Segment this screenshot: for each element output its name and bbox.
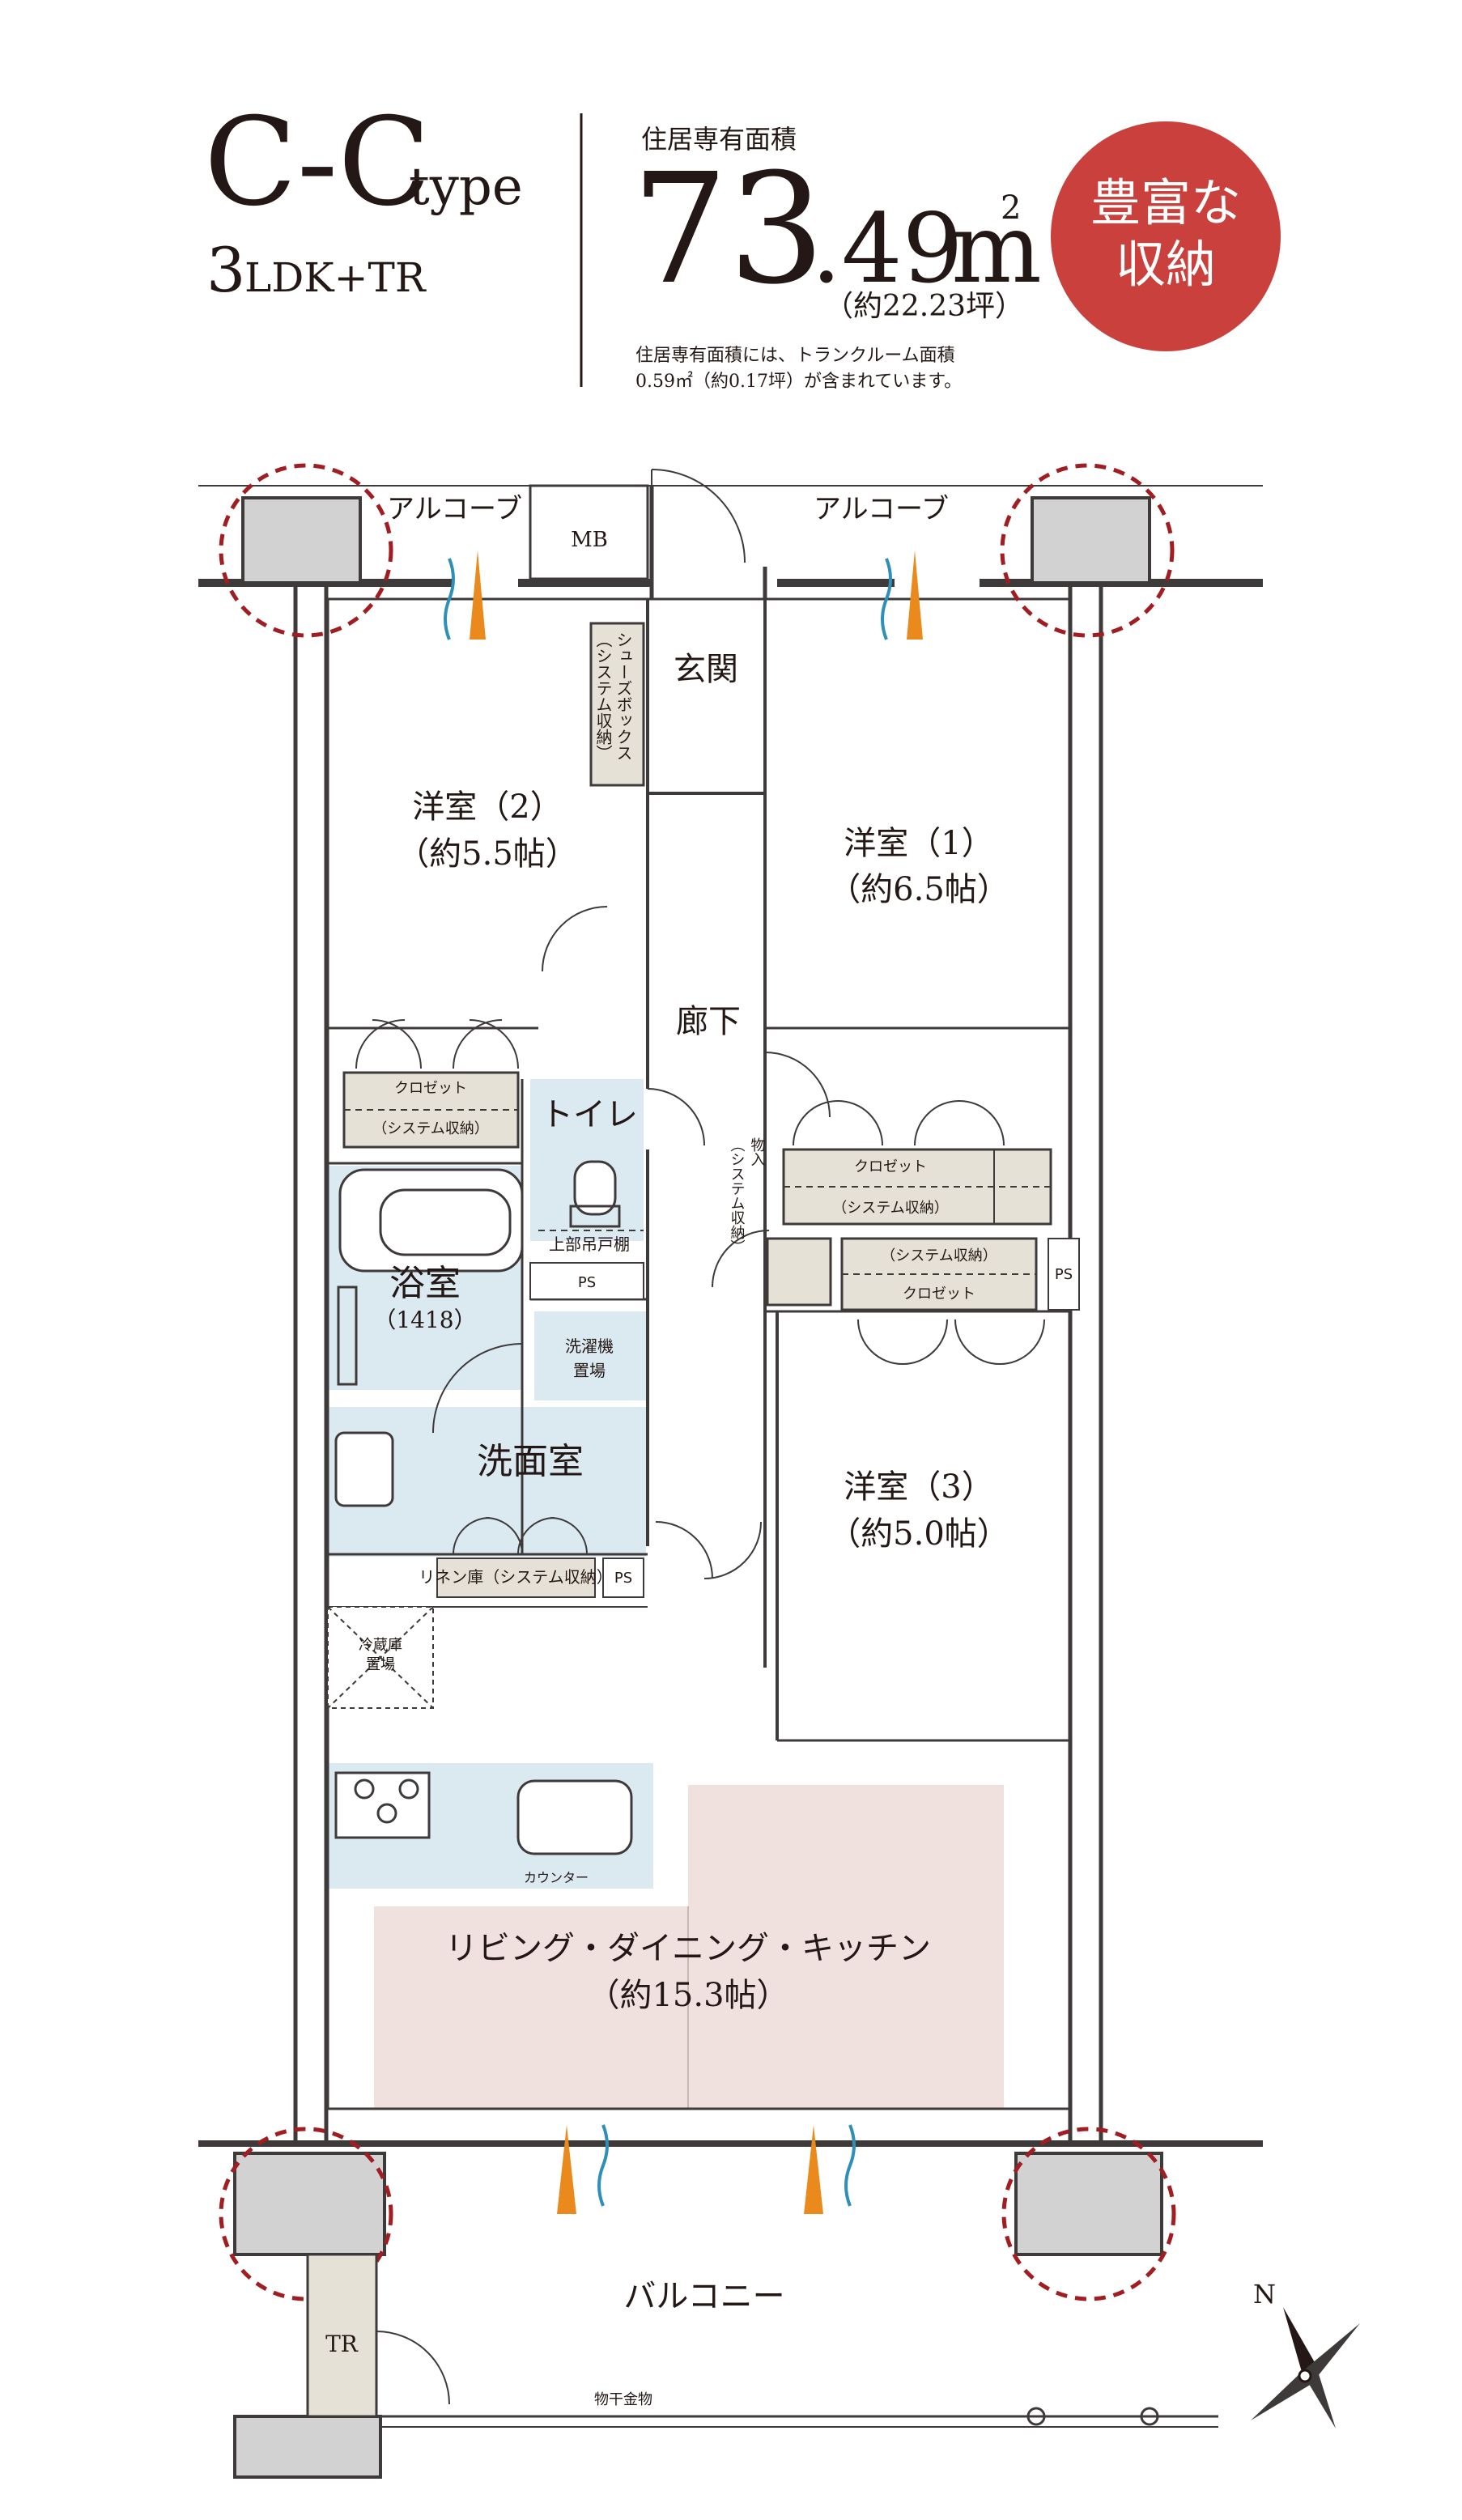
- label-ps-right: PS: [1055, 1266, 1073, 1283]
- layout-code: LDK+TR: [244, 254, 427, 301]
- vent-marks: [444, 550, 923, 2214]
- badge-line1: 豊富な: [1090, 173, 1241, 232]
- label-mb: MB: [571, 528, 608, 552]
- label-ps-wash: PS: [614, 1570, 632, 1587]
- label-shoe-box-sub: （システム収納）: [593, 631, 613, 761]
- storage-units: [306, 484, 1080, 2418]
- type-suffix: type: [409, 157, 523, 217]
- label-room3-name: 洋室（3）: [844, 1468, 993, 1506]
- label-storage: 物入: [749, 1137, 766, 1167]
- pillars: [219, 463, 1176, 2479]
- label-hall: 廊下: [676, 1003, 741, 1040]
- label-storage-sub: （システム収納）: [729, 1137, 746, 1254]
- doors: [355, 469, 1045, 2405]
- mb-box: [529, 484, 649, 580]
- label-linen: リネン庫（システム収納）: [419, 1567, 612, 1587]
- label-bath-size: （1418）: [373, 1307, 476, 1333]
- highlight-circle-bottom-right: [1001, 2127, 1176, 2301]
- label-closet-room2: クロゼット: [394, 1080, 467, 1097]
- label-closet-room1: クロゼット: [854, 1158, 927, 1175]
- label-counter: カウンター: [524, 1870, 589, 1885]
- ps-right-box: [1048, 1238, 1080, 1311]
- label-closet-room3-sub: （システム収納）: [881, 1247, 997, 1264]
- vent-arrow-right-blue: [881, 558, 892, 640]
- label-fridge-sub: 置場: [366, 1656, 395, 1673]
- label-closet-room1-sub: （システム収納）: [832, 1200, 948, 1217]
- pillar-top-right: [1031, 496, 1151, 584]
- label-balcony: バルコニー: [623, 2278, 784, 2315]
- washbasin: [334, 1431, 394, 1507]
- label-washroom: 洗面室: [477, 1441, 584, 1482]
- pillar-bottom-base: [233, 2415, 382, 2479]
- storage-closet: [766, 1237, 832, 1307]
- vent-arrow-ldk-right-orange: [804, 2125, 823, 2214]
- vent-arrow-left-orange: [470, 550, 486, 640]
- north-label: N: [1253, 2279, 1276, 2310]
- ps-bath-box: [529, 1262, 644, 1300]
- type-title: C-C: [204, 92, 431, 233]
- highlight-circle-bottom-left: [219, 2127, 393, 2301]
- label-room2-name: 洋室（2）: [412, 788, 562, 826]
- washer-floor: [534, 1311, 646, 1400]
- area-note-line1: 住居専有面積には、トランクルーム面積: [635, 346, 955, 366]
- label-room3-size: （約5.0帖）: [828, 1515, 1009, 1553]
- vent-arrow-left-blue: [444, 558, 455, 640]
- pillar-bottom-left: [233, 2152, 386, 2256]
- label-alcove-left: アルコーブ: [387, 493, 522, 525]
- entrance-door-swing: [651, 469, 746, 563]
- label-ps-bath: PS: [578, 1274, 596, 1291]
- area-tsubo: （約22.23坪）: [824, 290, 1024, 323]
- room-labels: アルコーブ アルコーブ MB 玄関 シューズボックス （システム収納） 洋室（2…: [325, 493, 1073, 2408]
- label-toilet: トイレ: [541, 1096, 638, 1133]
- layout-number: 3: [206, 234, 245, 306]
- highlight-circle-top-right: [1000, 463, 1175, 638]
- label-room1-size: （約6.5帖）: [828, 871, 1009, 908]
- label-genkan: 玄関: [674, 651, 738, 688]
- label-tr: TR: [325, 2331, 359, 2357]
- vent-arrow-ldk-left-orange: [557, 2125, 576, 2214]
- linen-box: [436, 1557, 596, 1598]
- label-ldk: リビング・ダイニング・キッチン: [445, 1930, 931, 1967]
- shoe-box: [589, 622, 645, 787]
- north-needle: [1283, 2307, 1315, 2372]
- label-shoe-box: シューズボックス: [614, 631, 633, 761]
- label-room2-size: （約5.5帖）: [397, 835, 578, 873]
- vent-arrow-ldk-right-blue: [844, 2124, 856, 2207]
- trunk-room: [306, 2253, 378, 2418]
- label-ldk-size: （約15.3帖）: [587, 1977, 788, 2014]
- label-fridge: 冷蔵庫: [359, 1637, 402, 1654]
- label-closet-room2-sub: （システム収納）: [372, 1120, 488, 1137]
- label-closet-room3: クロゼット: [903, 1285, 975, 1302]
- toilet-bowl: [573, 1160, 617, 1216]
- area-note-line2: 0.59㎡（約0.17坪）が含まれています。: [635, 371, 962, 392]
- vent-arrow-right-orange: [907, 550, 923, 640]
- pillar-top-left: [241, 496, 362, 584]
- area-label: 住居専有面積: [641, 124, 797, 155]
- compass: N: [1251, 2279, 1360, 2429]
- pillar-bottom-right: [1014, 2152, 1163, 2256]
- kitchen-sink: [516, 1779, 633, 1855]
- vent-arrow-ldk-left-blue: [597, 2124, 609, 2207]
- header: C-C type 3 LDK+TR 住居専有面積 73 .49 m 2 （約22…: [204, 92, 1281, 392]
- fixtures: [334, 1160, 1214, 2426]
- label-room1-name: 洋室（1）: [844, 825, 993, 862]
- label-washer-sub: 置場: [573, 1361, 606, 1380]
- area-decimal: .49: [811, 193, 963, 304]
- label-alcove-right: アルコーブ: [814, 493, 949, 525]
- label-bath: 浴室: [389, 1263, 461, 1304]
- area-unit: m: [951, 193, 1042, 304]
- label-clothes-pole: 物干金物: [594, 2391, 652, 2408]
- label-washer: 洗濯機: [565, 1336, 614, 1356]
- ps-wash-box: [602, 1557, 644, 1598]
- area-integer: 73: [631, 141, 825, 318]
- highlight-circle-top-left: [219, 463, 393, 638]
- badge-line2: 収納: [1116, 235, 1216, 294]
- label-toilet-shelf: 上部吊戸棚: [549, 1235, 630, 1254]
- area-unit-superscript: 2: [1001, 189, 1021, 227]
- feature-badge: [1051, 121, 1281, 351]
